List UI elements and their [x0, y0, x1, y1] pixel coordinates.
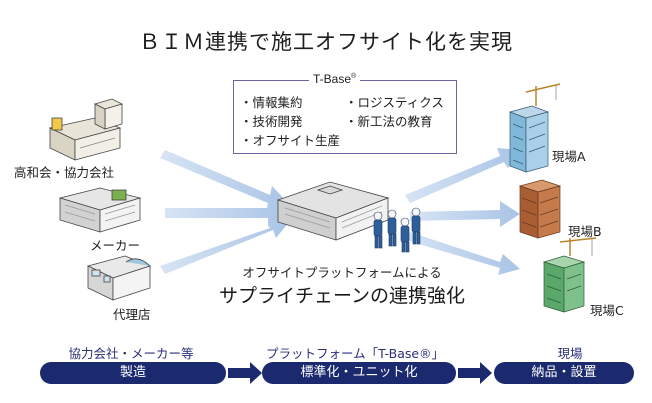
center-title: サプライチェーンの連携強化: [218, 285, 466, 307]
site-b-building-icon: [518, 179, 562, 239]
page-title: ＢＩＭ連携で施工オフサイト化を実現: [139, 30, 513, 54]
flow-stage-manufacturing: 製造: [40, 362, 226, 384]
site-arrows: [405, 148, 520, 275]
tbase-label-text: T-Base: [313, 72, 352, 86]
building-manufacturer-icon: [58, 187, 142, 233]
offsite-factory-icon: [276, 181, 390, 241]
tbase-item: ・ロジスティクス: [345, 95, 444, 110]
tbase-item: ・技術開発: [240, 114, 303, 129]
registered-mark: ®: [351, 73, 357, 80]
source-label: 代理店: [113, 307, 151, 322]
source-label: 高和会・協力会社: [14, 165, 115, 180]
site-label: 現場B: [568, 224, 602, 239]
source-label: メーカー: [90, 238, 141, 253]
site-c-building-icon: [542, 237, 597, 313]
building-cooperative-icon: [48, 98, 124, 161]
tbase-item: ・オフサイト生産: [240, 133, 341, 148]
tbase-label: T-Base®: [309, 72, 361, 86]
center-subtitle: オフサイトプラットフォームによる: [242, 265, 442, 280]
tbase-item: ・情報集約: [240, 95, 303, 110]
site-a-building-icon: [508, 83, 561, 173]
flow-stage-delivery: 納品・設置: [494, 362, 634, 384]
source-arrows: [160, 150, 290, 274]
site-label: 現場A: [552, 149, 586, 164]
flow-stage-standardization: 標準化・ユニット化: [262, 362, 456, 384]
site-label: 現場C: [590, 303, 624, 318]
flow-stage-label: プラットフォーム「T-Base®」: [265, 346, 445, 361]
workers-icon: [373, 207, 421, 253]
building-agency-icon: [86, 255, 152, 301]
flow-stage-label: 現場: [557, 346, 583, 361]
tbase-item: ・新工法の教育: [345, 114, 433, 129]
flow-stage-label: 協力会社・メーカー等: [68, 346, 194, 361]
flow-arrows: [228, 362, 492, 384]
